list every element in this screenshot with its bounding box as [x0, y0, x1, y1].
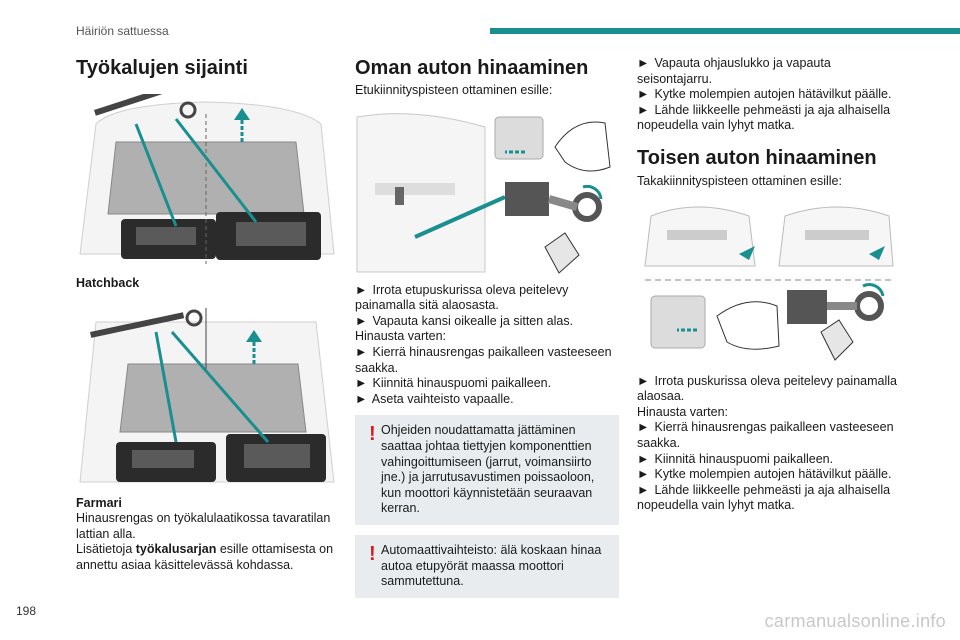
bullet-text: Kiinnitä hinauspuomi paikalleen.	[372, 376, 552, 391]
top-bullet-list: ► Vapauta ohjauslukko ja vapauta seisont…	[637, 56, 899, 134]
rear-point-intro: Takakiinnityspisteen ottaminen esille:	[637, 173, 842, 188]
figure-front-tow-point	[355, 106, 619, 277]
warning-icon: !	[369, 423, 376, 446]
bullet-text: Kierrä hinausrengas paikalleen vasteesee…	[355, 344, 612, 375]
toolkit-ref-post: esille ottamisesta on annettu asiaa käsi…	[76, 542, 334, 572]
bullet-arrow-icon: ►	[637, 451, 650, 466]
farmari-trunk-illustration	[79, 307, 335, 483]
bullet-item: ► Lähde liikkeelle pehmeästi ja aja alha…	[637, 483, 899, 514]
bullet-text: Irrota puskurissa oleva peitelevy painam…	[637, 373, 897, 404]
bullet-text: Kierrä hinausrengas paikalleen vasteesee…	[637, 420, 894, 450]
bullet-item: ► Kiinnitä hinauspuomi paikalleen.	[637, 452, 899, 468]
bullet-item: ► Kierrä hinausrengas paikalleen vastees…	[637, 420, 899, 451]
bullet-text: Lähde liikkeelle pehmeästi ja aja alhais…	[637, 482, 891, 513]
bullet-item: ► Kytke molempien autojen hätävilkut pää…	[637, 87, 899, 103]
bullet-arrow-icon: ►	[637, 87, 650, 102]
bullet-arrow-icon: ►	[637, 373, 650, 388]
bullet-text: Vapauta kansi oikealle ja sitten alas.	[372, 313, 574, 328]
toolkit-ref-bold: työkalusarjan	[135, 542, 217, 557]
front-point-intro: Etukiinnityspisteen ottaminen esille:	[355, 83, 553, 97]
warning-text: Ohjeiden noudattamatta jättäminen saatta…	[381, 423, 595, 516]
bullet-arrow-icon: ►	[637, 482, 650, 497]
figure-rear-tow-point	[637, 195, 899, 366]
bullet-text: Kytke molempien autojen hätävilkut pääll…	[654, 87, 892, 102]
towing-label: Hinausta varten:	[355, 329, 447, 344]
rear-bullet-list: ► Irrota puskurissa oleva peitelevy pain…	[637, 374, 899, 514]
header-accent-bar	[490, 28, 960, 34]
column-tool-location: Työkalujen sijainti Hatchback	[76, 56, 338, 574]
bullet-arrow-icon: ►	[355, 376, 368, 391]
front-bullet-list: ► Irrota etupuskurissa oleva peitelevy p…	[355, 283, 619, 408]
bullet-text: Aseta vaihteisto vapaalle.	[371, 391, 514, 406]
bullet-item: ► Irrota puskurissa oleva peitelevy pain…	[637, 374, 899, 405]
bullet-arrow-icon: ►	[637, 420, 650, 435]
bullet-text: Irrota etupuskurissa oleva peitelevy pai…	[355, 282, 569, 313]
warning-note-automatic: ! Automaattivaihteisto: älä koskaan hina…	[355, 534, 619, 598]
front-bumper-illustration	[356, 112, 611, 274]
bullet-item: ► Irrota etupuskurissa oleva peitelevy p…	[355, 283, 619, 314]
towing-label: Hinausta varten:	[637, 404, 729, 419]
page-number: 198	[16, 604, 37, 618]
bullet-text: Lähde liikkeelle pehmeästi ja aja alhais…	[637, 102, 891, 133]
caption-farmari: Farmari	[76, 495, 122, 510]
section-title-own-car-towing: Oman auton hinaaminen	[355, 57, 589, 79]
bullet-text: Vapauta ohjauslukko ja vapauta seisontaj…	[637, 56, 831, 86]
bullet-arrow-icon: ►	[355, 282, 368, 297]
bullet-item: ► Kierrä hinausrengas paikalleen vastees…	[355, 345, 619, 376]
bullet-arrow-icon: ►	[355, 344, 368, 359]
column-other-car-towing: ► Vapauta ohjauslukko ja vapauta seisont…	[637, 56, 899, 514]
bullet-arrow-icon: ►	[637, 467, 650, 482]
warning-note-components: ! Ohjeiden noudattamatta jättäminen saat…	[355, 415, 619, 525]
running-header: Häiriön sattuessa	[76, 24, 169, 38]
bullet-text: Kytke molempien autojen hätävilkut pääll…	[654, 467, 892, 482]
bullet-item: ► Aseta vaihteisto vapaalle.	[355, 392, 619, 408]
caption-hatchback: Hatchback	[76, 276, 140, 290]
bullet-arrow-icon: ►	[637, 56, 650, 70]
bullet-item: ► Vapauta kansi oikealle ja sitten alas.	[355, 314, 619, 330]
section-title-tool-location: Työkalujen sijainti	[76, 57, 248, 79]
bullet-item: ► Kytke molempien autojen hätävilkut pää…	[637, 467, 899, 483]
warning-text: Automaattivaihteisto: älä koskaan hinaa …	[381, 542, 602, 589]
figure-farmari-trunk	[76, 301, 338, 494]
figure-hatchback-trunk	[76, 84, 338, 272]
bullet-item: ► Lähde liikkeelle pehmeästi ja aja alha…	[637, 103, 899, 134]
rear-bumper-illustration	[644, 206, 894, 361]
tow-ring-location-text: Hinausrengas on työkalulaatikossa tavara…	[76, 511, 331, 541]
bullet-arrow-icon: ►	[637, 102, 650, 117]
bullet-text: Kiinnitä hinauspuomi paikalleen.	[654, 451, 834, 466]
bullet-arrow-icon: ►	[355, 391, 368, 406]
warning-icon: !	[369, 542, 376, 565]
bullet-arrow-icon: ►	[355, 313, 368, 328]
column-own-car-towing: Oman auton hinaaminen Etukiinnityspistee…	[355, 56, 619, 598]
toolkit-reference-text: Lisätietoja työkalusarjan esille ottamis…	[76, 542, 338, 573]
hatchback-trunk-illustration	[79, 84, 335, 264]
section-title-other-car-towing: Toisen auton hinaaminen	[637, 146, 877, 169]
toolkit-ref-pre: Lisätietoja	[76, 542, 136, 557]
bullet-item: ► Vapauta ohjauslukko ja vapauta seisont…	[637, 56, 899, 87]
bullet-item: ► Kiinnitä hinauspuomi paikalleen.	[355, 376, 619, 392]
watermark-text: carmanualsonline.info	[764, 611, 946, 631]
